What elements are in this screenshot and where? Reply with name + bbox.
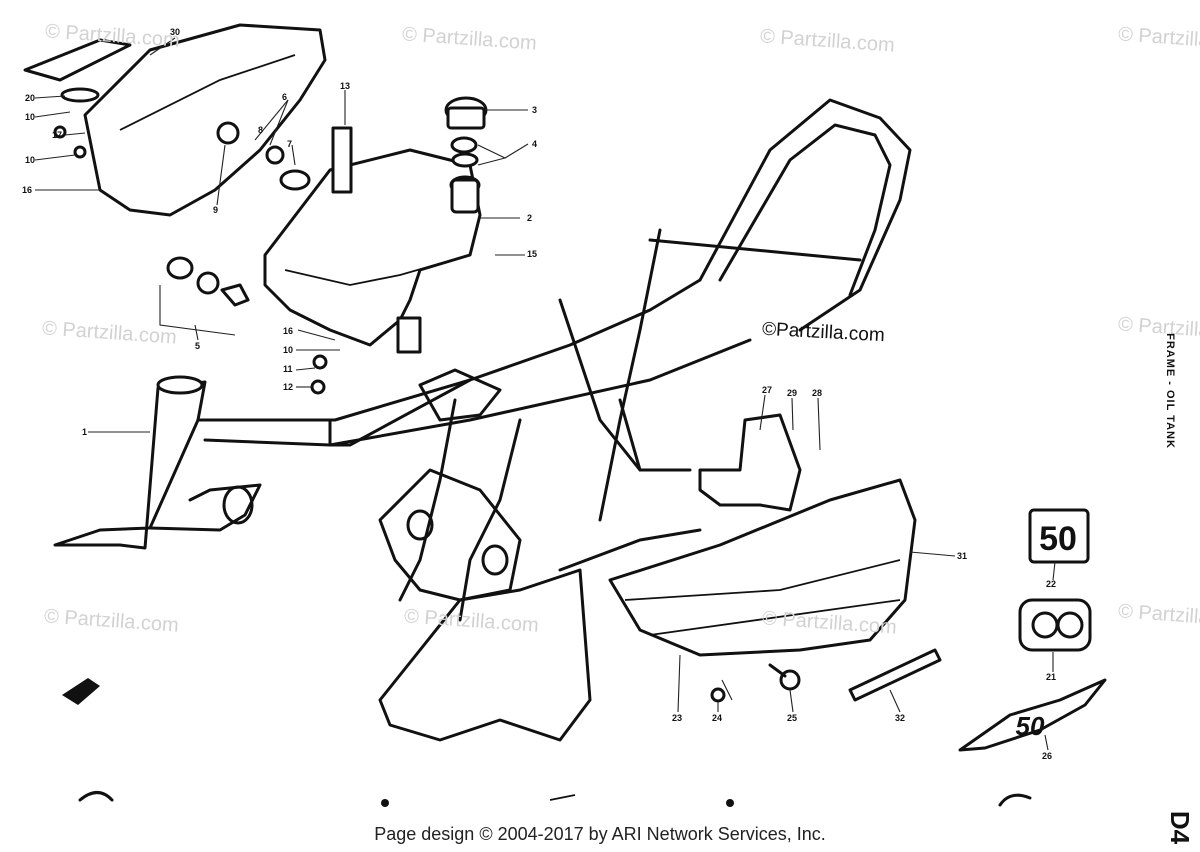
side-cover-part <box>608 478 917 657</box>
oil-tank-part <box>263 148 482 354</box>
callout-10-c: 10 <box>283 345 294 355</box>
diagram-title: FRAME - OIL TANK <box>1163 333 1176 449</box>
front-arrow-icon <box>62 678 100 705</box>
callout-5: 5 <box>195 341 201 351</box>
callout-28: 28 <box>812 388 823 398</box>
callout-15: 15 <box>527 249 538 259</box>
bottom-marks <box>78 791 1032 807</box>
frame-cover-part <box>23 23 327 217</box>
callout-3: 3 <box>532 105 538 115</box>
footer-copyright: Page design © 2004-2017 by ARI Network S… <box>374 824 826 844</box>
callout-30: 30 <box>170 27 181 37</box>
label-32-part <box>848 648 942 702</box>
callout-24: 24 <box>712 713 723 723</box>
strap-part <box>331 126 353 194</box>
emblem-22-text: 50 <box>1039 520 1077 558</box>
battery-bracket-part <box>698 413 802 512</box>
callout-6: 6 <box>282 92 288 102</box>
callout-13: 13 <box>340 81 351 91</box>
callout-1: 1 <box>82 427 88 437</box>
leader-lines <box>34 37 1056 751</box>
callout-9: 9 <box>213 205 219 215</box>
grommet-part <box>166 256 250 307</box>
bolt-set-part <box>310 354 328 395</box>
callout-29: 29 <box>787 388 798 398</box>
callout-11: 11 <box>283 364 293 374</box>
callout-16-a: 16 <box>22 185 33 195</box>
callout-7: 7 <box>287 139 293 149</box>
callout-12: 12 <box>283 382 294 392</box>
callout-4: 4 <box>532 139 538 149</box>
callout-25: 25 <box>787 713 798 723</box>
callout-10-a: 10 <box>25 112 36 122</box>
frame-part <box>53 98 912 742</box>
callout-27: 27 <box>762 385 773 395</box>
oil-cap-part <box>444 96 488 168</box>
callout-8: 8 <box>258 125 264 135</box>
screw-25-part <box>768 663 801 691</box>
callout-2: 2 <box>527 213 533 223</box>
callout-20: 20 <box>25 93 36 103</box>
callout-26: 26 <box>1042 751 1053 761</box>
callout-22: 22 <box>1046 579 1057 589</box>
emblem-26-part <box>958 678 1107 752</box>
callout-32: 32 <box>895 713 906 723</box>
callout-16-b: 16 <box>283 326 294 336</box>
callout-31: 31 <box>957 551 968 561</box>
emblem-22-part <box>1028 508 1090 564</box>
callout-10-b: 10 <box>25 155 36 165</box>
callout-17: 17 <box>52 130 63 140</box>
emblem-26-text: 50 <box>1016 711 1045 741</box>
grommet-24-part <box>710 687 726 703</box>
callout-21: 21 <box>1046 672 1057 682</box>
callout-23: 23 <box>672 713 683 723</box>
emblem-21-part <box>1018 598 1092 652</box>
